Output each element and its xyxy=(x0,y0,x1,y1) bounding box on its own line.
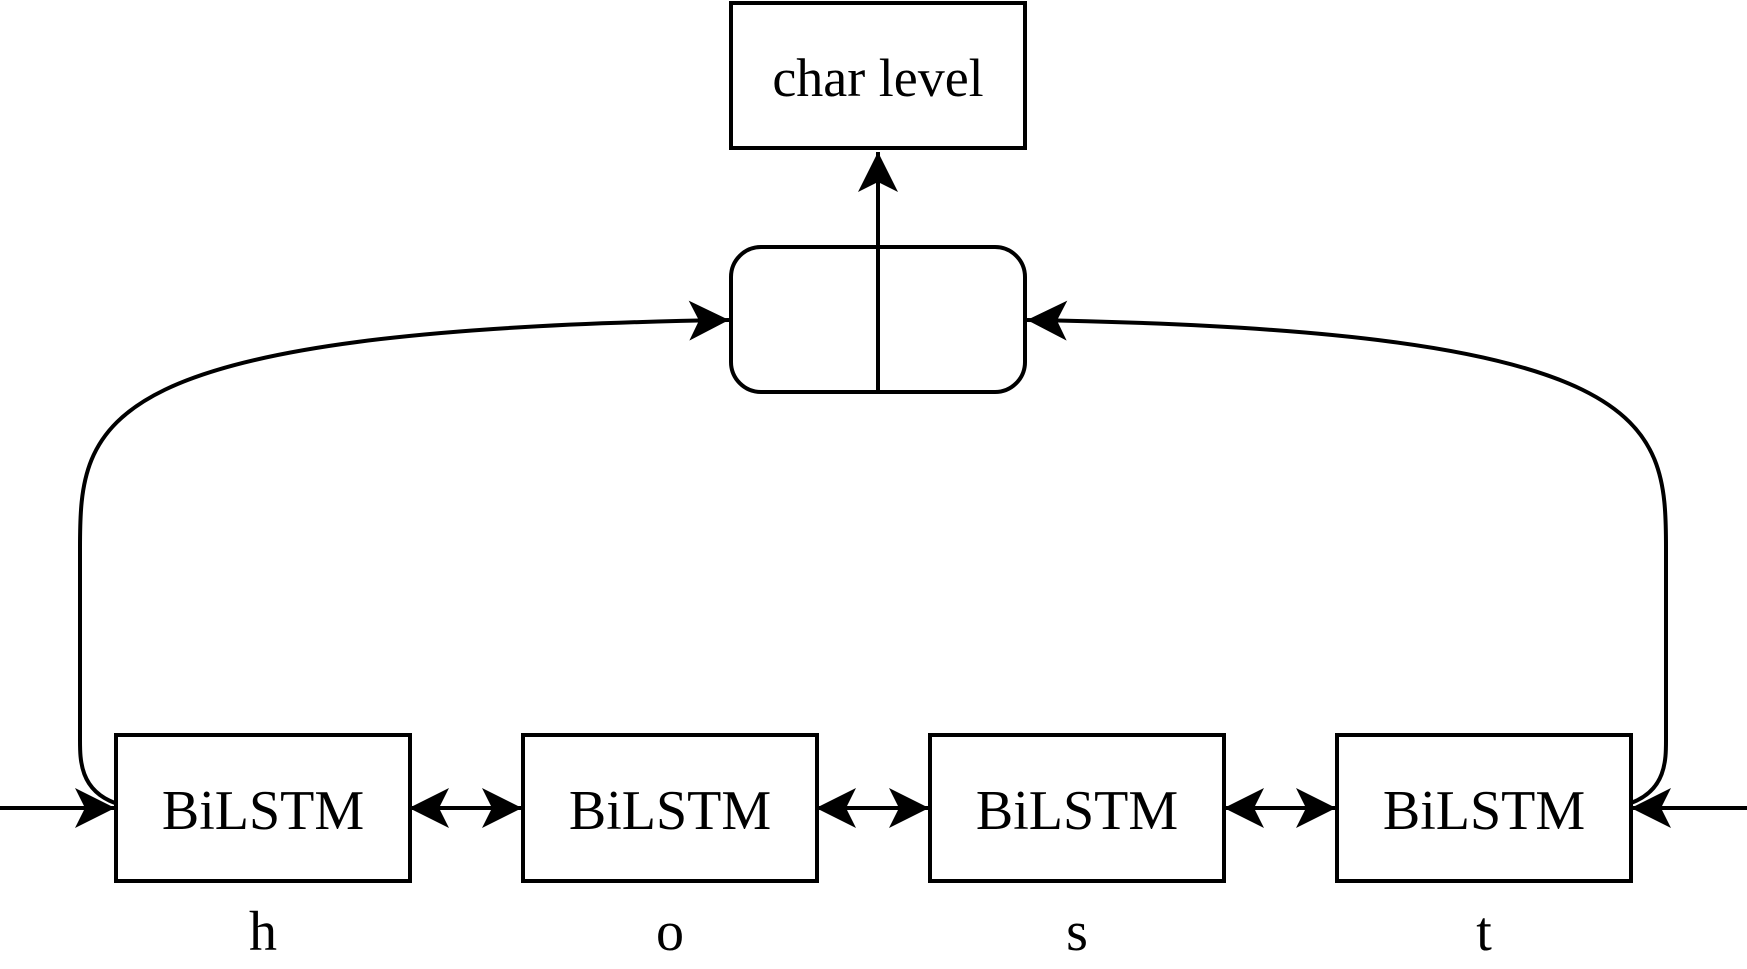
bilstm-cell-2: BiLSTM xyxy=(521,733,819,883)
output-box xyxy=(729,1,1027,150)
forward-state-curve-right xyxy=(1026,300,1668,805)
backward-state-curve-left xyxy=(78,300,730,805)
bilstm-cell-2-label: BiLSTM xyxy=(569,780,771,842)
char-label-2: o xyxy=(656,901,684,963)
char-label-1: h xyxy=(249,901,277,963)
bilstm-cell-3: BiLSTM xyxy=(928,733,1226,883)
output-label: char level xyxy=(772,48,983,108)
bilstm-cell-4-label: BiLSTM xyxy=(1383,780,1585,842)
bilstm-cell-4: BiLSTM xyxy=(1335,733,1633,883)
char-label-3: s xyxy=(1066,901,1088,963)
bilstm-cell-1-label: BiLSTM xyxy=(162,780,364,842)
char-label-4: t xyxy=(1476,901,1492,963)
bilstm-cell-1: BiLSTM xyxy=(114,733,412,883)
bilstm-cell-3-label: BiLSTM xyxy=(976,780,1178,842)
